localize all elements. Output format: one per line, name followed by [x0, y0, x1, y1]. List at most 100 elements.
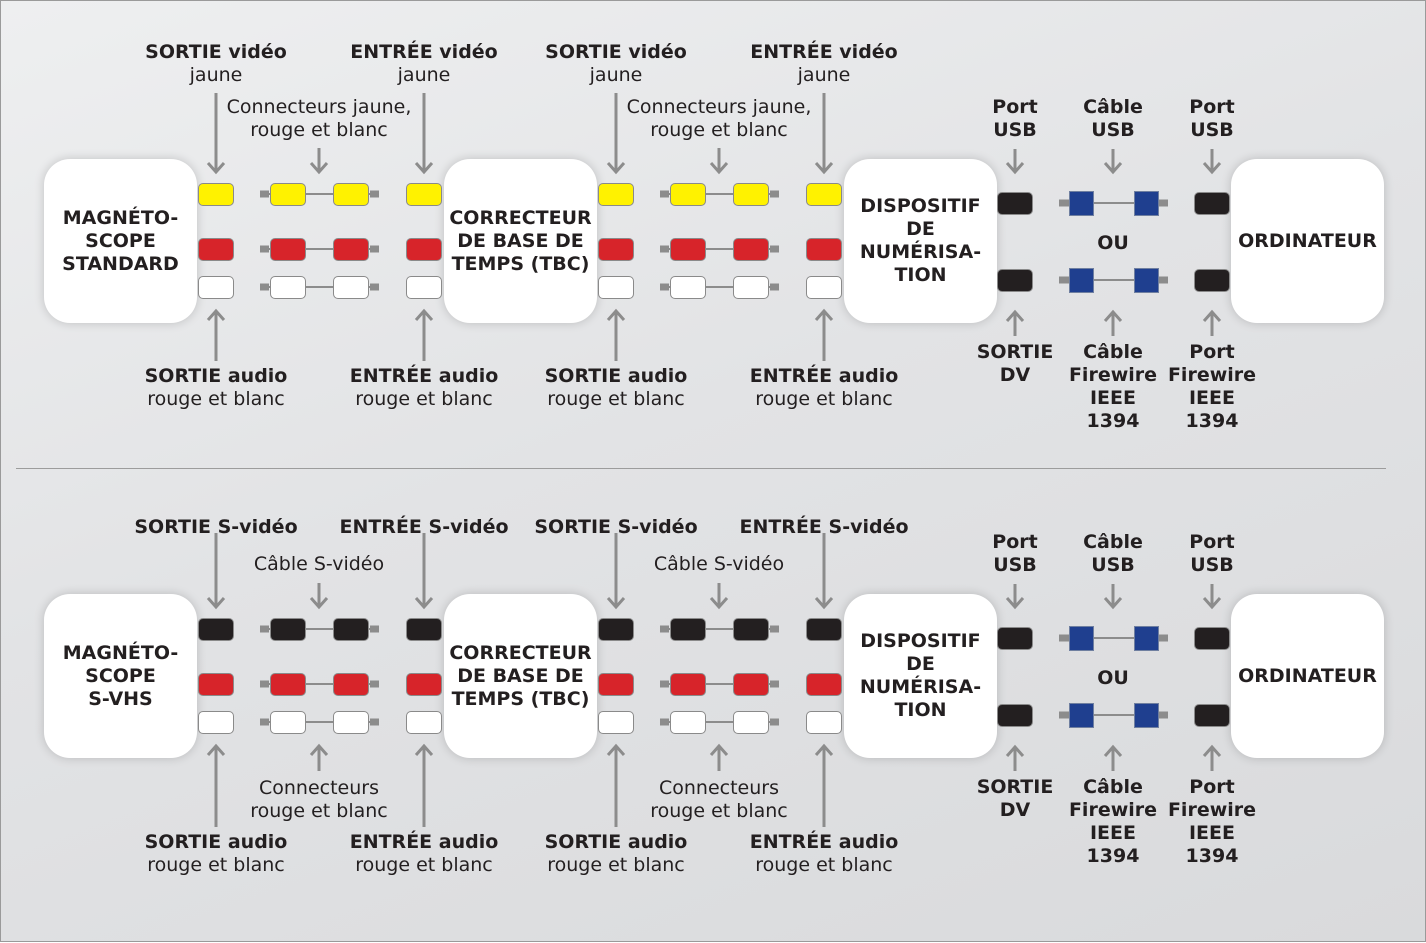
input-jack-white — [806, 711, 842, 734]
cable-plug-red — [333, 673, 369, 696]
input-label-title: ENTRÉE S-vidéo — [339, 516, 509, 538]
firewire-cable-label: Câble Firewire IEEE 1394 — [1068, 776, 1158, 867]
usb-computer-port-label: Port USB — [1189, 531, 1235, 576]
arrow-up-icon — [709, 743, 729, 771]
cable-label: Connecteurs jaune, rouge et blanc — [226, 96, 412, 141]
input-jack-red — [806, 673, 842, 696]
computer-port — [1194, 192, 1230, 215]
input-jack-yellow — [806, 183, 842, 206]
cable-plug-blue — [1069, 191, 1094, 216]
cable-label: Connecteurs jaune, rouge et blanc — [626, 96, 812, 141]
usb-port-label: Port USB — [992, 96, 1038, 141]
input-label-subtitle: jaune — [397, 64, 451, 86]
input-jack-white — [406, 276, 442, 299]
arrow-up-icon — [309, 743, 329, 771]
output-jack-red — [198, 238, 234, 261]
arrow-down-icon — [309, 148, 329, 175]
cable-plug-blue — [1134, 268, 1159, 293]
output-jack-red — [198, 673, 234, 696]
arrow-up-icon — [814, 308, 834, 361]
arrow-up-icon — [1202, 309, 1222, 336]
digitizer-port — [997, 269, 1033, 292]
cable-plug-white — [270, 276, 306, 299]
arrow-down-icon — [606, 93, 626, 175]
arrow-down-icon — [1103, 584, 1123, 610]
input-label-title: ENTRÉE S-vidéo — [739, 516, 909, 538]
source-device-box: MAGNÉTO- SCOPE S-VHS — [44, 594, 197, 758]
arrow-up-icon — [814, 743, 834, 827]
arrow-down-icon — [206, 533, 226, 610]
input-label-title: ENTRÉE vidéo — [750, 41, 898, 63]
arrow-down-icon — [309, 583, 329, 610]
digitizer-port — [997, 192, 1033, 215]
audio-output-label-subtitle: rouge et blanc — [147, 388, 285, 410]
cable-plug-red — [670, 673, 706, 696]
cable-plug-red — [670, 238, 706, 261]
computer-box: ORDINATEUR — [1231, 159, 1384, 323]
computer-port — [1194, 269, 1230, 292]
output-label-subtitle: jaune — [189, 64, 243, 86]
usb-port-label: Port USB — [992, 531, 1038, 576]
output-label-title: SORTIE S-vidéo — [134, 516, 298, 538]
tbc-box: CORRECTEUR DE BASE DE TEMPS (TBC) — [444, 159, 597, 323]
firewire-port-label: Port Firewire IEEE 1394 — [1167, 341, 1257, 432]
arrow-down-icon — [1005, 149, 1025, 175]
output-jack-white — [598, 711, 634, 734]
input-label: ENTRÉE S-vidéo — [674, 516, 974, 539]
audio-output-label-subtitle: rouge et blanc — [547, 854, 685, 876]
cable-plug-blue — [1134, 703, 1159, 728]
panel-divider — [16, 468, 1386, 469]
computer-port — [1194, 704, 1230, 727]
usb-cable-label: Câble USB — [1083, 96, 1143, 141]
audio-input-label-subtitle: rouge et blanc — [355, 854, 493, 876]
digitizer-port — [997, 704, 1033, 727]
arrow-up-icon — [606, 308, 626, 361]
cable-plug-red — [270, 673, 306, 696]
arrow-down-icon — [709, 583, 729, 610]
cable-label: Câble S-vidéo — [653, 553, 785, 575]
output-jack-white — [198, 276, 234, 299]
cable-plug-red — [733, 673, 769, 696]
cable-plug-white — [670, 711, 706, 734]
arrow-down-icon — [814, 93, 834, 175]
arrow-up-icon — [1005, 744, 1025, 771]
output-jack-white — [598, 276, 634, 299]
digitizer-box: DISPOSITIF DE NUMÉRISA- TION — [844, 159, 997, 323]
input-jack-white — [806, 276, 842, 299]
computer-box: ORDINATEUR — [1231, 594, 1384, 758]
arrow-up-icon — [206, 308, 226, 361]
arrow-up-icon — [1202, 744, 1222, 771]
audio-output-label-subtitle: rouge et blanc — [547, 388, 685, 410]
input-jack-black — [406, 618, 442, 641]
input-jack-black — [806, 618, 842, 641]
cable-plug-blue — [1134, 626, 1159, 651]
cable-label: Câble S-vidéo — [253, 553, 385, 575]
arrow-down-icon — [1202, 584, 1222, 610]
cable-plug-blue — [1069, 703, 1094, 728]
input-label-title: ENTRÉE vidéo — [350, 41, 498, 63]
cable-plug-red — [270, 238, 306, 261]
digitizer-box: DISPOSITIF DE NUMÉRISA- TION — [844, 594, 997, 758]
arrow-up-icon — [606, 743, 626, 827]
audio-input-label-subtitle: rouge et blanc — [755, 388, 893, 410]
input-jack-white — [406, 711, 442, 734]
or-label: OU — [1097, 232, 1129, 254]
digitizer-port — [997, 627, 1033, 650]
audio-input-label-title: ENTRÉE audio — [349, 365, 499, 387]
arrow-up-icon — [1103, 744, 1123, 771]
audio-input-label-title: ENTRÉE audio — [349, 831, 499, 853]
tbc-box: CORRECTEUR DE BASE DE TEMPS (TBC) — [444, 594, 597, 758]
input-label: ENTRÉE S-vidéo — [274, 516, 574, 539]
firewire-cable-label: Câble Firewire IEEE 1394 — [1068, 341, 1158, 432]
input-jack-red — [406, 238, 442, 261]
output-label: SORTIE S-vidéo — [466, 516, 766, 539]
arrow-down-icon — [414, 93, 434, 175]
